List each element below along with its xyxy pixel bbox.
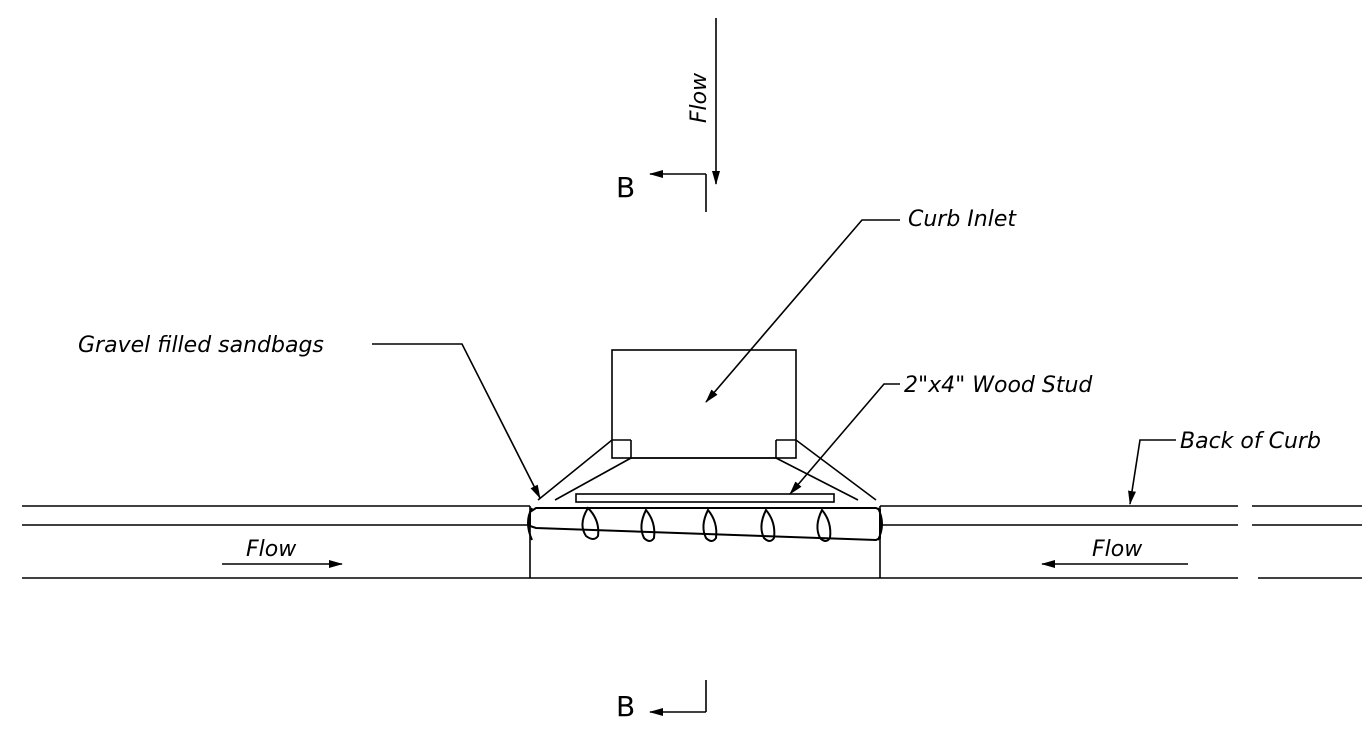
sandbag-1	[581, 506, 600, 540]
curb-inlet-structure	[529, 349, 881, 579]
section-marker-bottom: B	[616, 680, 707, 723]
sandbag-3	[702, 508, 718, 542]
back-of-curb-callout: Back of Curb	[1128, 429, 1321, 505]
wood-stud-label: 2"x4" Wood Stud	[904, 373, 1093, 398]
sandbag-row	[527, 507, 883, 542]
section-marker-top: B	[616, 170, 707, 212]
back-of-curb-label: Back of Curb	[1180, 429, 1321, 454]
flow-arrow-top: Flow	[687, 18, 720, 185]
wood-stud	[575, 493, 835, 503]
sandbag-2	[640, 508, 656, 542]
gravel-sandbags-label: Gravel filled sandbags	[78, 333, 324, 358]
flow-arrow-left: Flow	[222, 537, 343, 568]
curb-inlet-callout: Curb Inlet	[705, 207, 1017, 403]
sandbag-4	[760, 508, 776, 542]
flow-arrow-right: Flow	[1041, 537, 1188, 568]
section-letter-bottom: B	[616, 690, 635, 723]
wood-stud-callout: 2"x4" Wood Stud	[789, 373, 1093, 495]
gravel-sandbags-callout: Gravel filled sandbags	[78, 333, 541, 499]
section-letter-top: B	[616, 171, 635, 204]
curb-lines	[22, 505, 1362, 579]
flow-label-left: Flow	[246, 537, 297, 562]
flow-label-right: Flow	[1092, 537, 1143, 562]
sandbag-5	[816, 508, 832, 542]
flow-label-top: Flow	[687, 72, 712, 123]
curb-inlet-label: Curb Inlet	[908, 207, 1017, 232]
